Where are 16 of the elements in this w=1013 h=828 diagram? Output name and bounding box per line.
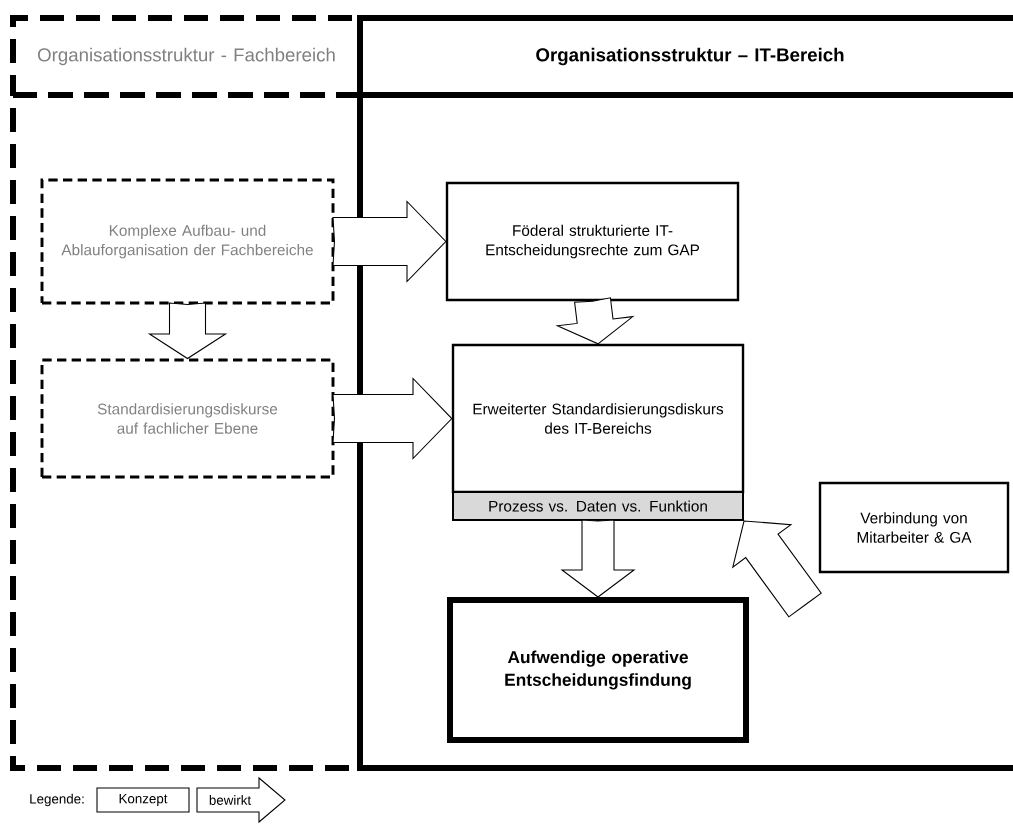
concept-box: Standardisierungsdiskurse auf fachlicher Ebene: [40, 358, 335, 479]
concept-box: Komplexe Aufbau- und Ablauforganisation der Fachbereiche: [40, 178, 335, 305]
block-arrow: [731, 520, 822, 618]
block-arrow: [332, 200, 447, 283]
block-arrow: [560, 519, 636, 598]
legend-title: Legende:: [30, 793, 84, 807]
concept-box: Verbindung von Mitarbeiter & GA: [818, 481, 1010, 574]
block-arrow: [147, 302, 228, 360]
block-arrow: [555, 297, 635, 345]
header-band: Organisationsstruktur – IT-Bereich: [357, 15, 1013, 98]
block-arrow: [332, 377, 453, 460]
legend-box: Konzept: [96, 787, 190, 813]
aspect-bar: Prozess vs. Daten vs. Funktion: [452, 491, 744, 521]
result-box: Aufwendige operative Entscheidungsfindung: [447, 597, 749, 743]
concept-box: Föderal strukturierte IT-Entscheidungsrechte zum GAP: [445, 181, 740, 302]
header-band: Organisationsstruktur - Fachbereich: [10, 15, 363, 98]
